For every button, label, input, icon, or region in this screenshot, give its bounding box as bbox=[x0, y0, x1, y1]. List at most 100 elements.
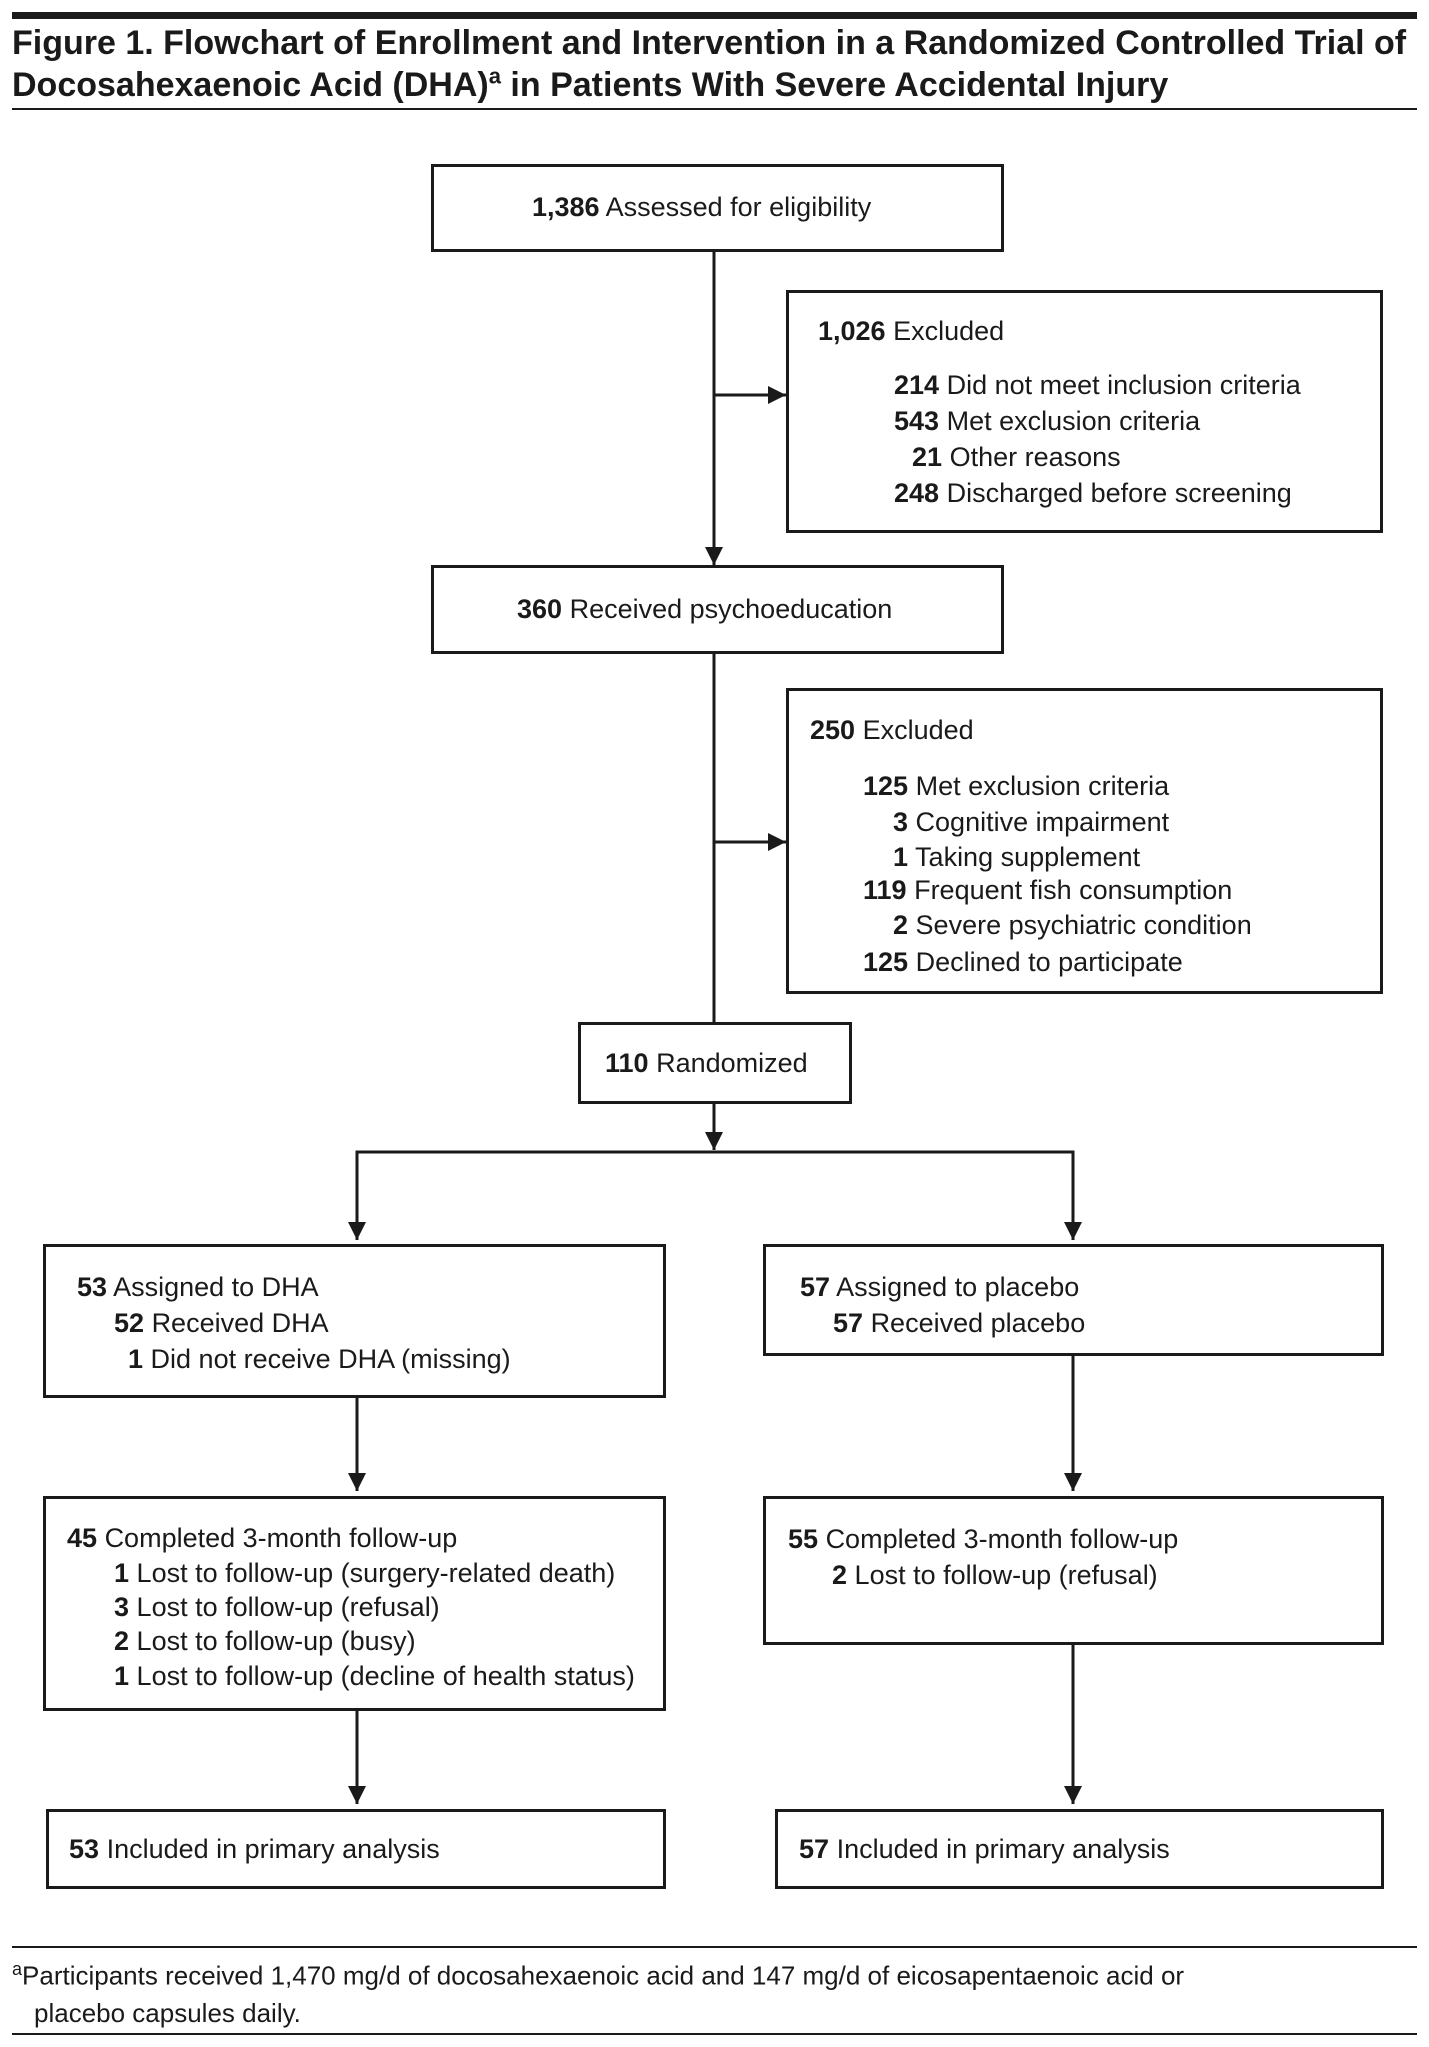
placebo-followup-box: 55 Completed 3-month follow-up 2 Lost to… bbox=[763, 1496, 1384, 1645]
item-count: 1 bbox=[114, 1661, 130, 1691]
title-rule bbox=[12, 108, 1417, 110]
item-label: Received DHA bbox=[151, 1308, 329, 1338]
placebo-allocation-box: 57 Assigned to placebo 57 Received place… bbox=[763, 1244, 1384, 1356]
excluded-2-item: 2 Severe psychiatric condition bbox=[893, 908, 1252, 942]
dha-lost: 2 Lost to follow-up (busy) bbox=[114, 1624, 416, 1658]
dha-followup-box: 45 Completed 3-month follow-up 1 Lost to… bbox=[43, 1496, 666, 1711]
excluded-1-header: 1,026 Excluded bbox=[818, 314, 1004, 348]
item-count: 543 bbox=[894, 406, 940, 436]
item-label: Met exclusion criteria bbox=[915, 771, 1170, 801]
item-count: 57 bbox=[799, 1834, 830, 1864]
assessed-text: 1,386 Assessed for eligibility bbox=[532, 190, 871, 224]
item-label: Did not receive DHA (missing) bbox=[150, 1344, 511, 1374]
psychoeducation-count: 360 bbox=[517, 594, 563, 624]
excluded-1-item: 543 Met exclusion criteria bbox=[894, 404, 1200, 438]
dha-lost: 1 Lost to follow-up (decline of health s… bbox=[114, 1659, 635, 1693]
item-count: 125 bbox=[863, 771, 909, 801]
excluded-1-item: 248 Discharged before screening bbox=[894, 476, 1292, 510]
item-count: 1 bbox=[114, 1558, 130, 1588]
item-count: 57 bbox=[800, 1272, 831, 1302]
connector-split bbox=[348, 1150, 1082, 1240]
assessed-label: Assessed for eligibility bbox=[605, 192, 872, 222]
item-label: Received placebo bbox=[870, 1308, 1086, 1338]
randomized-text: 110 Randomized bbox=[605, 1046, 808, 1080]
top-rule bbox=[12, 12, 1417, 19]
placebo-lost: 2 Lost to follow-up (refusal) bbox=[832, 1558, 1158, 1592]
item-count: 53 bbox=[77, 1272, 108, 1302]
item-count: 3 bbox=[893, 807, 909, 837]
dha-lost: 1 Lost to follow-up (surgery-related dea… bbox=[114, 1556, 615, 1590]
title-line-2-text: Docosahexaenoic Acid (DHA) bbox=[12, 66, 489, 104]
item-label: Completed 3-month follow-up bbox=[104, 1523, 458, 1553]
item-label: Lost to follow-up (decline of health sta… bbox=[136, 1661, 635, 1691]
footnote-rule-bottom bbox=[12, 2033, 1417, 2035]
excluded-2-item: 125 Declined to participate bbox=[863, 945, 1183, 979]
item-label: Included in primary analysis bbox=[106, 1834, 440, 1864]
footnote-line-2: placebo capsules daily. bbox=[34, 1997, 301, 2028]
dha-followup-completed: 45 Completed 3-month follow-up bbox=[67, 1521, 457, 1555]
footnote: aParticipants received 1,470 mg/d of doc… bbox=[12, 1951, 1417, 2032]
placebo-followup-completed: 55 Completed 3-month follow-up bbox=[788, 1522, 1178, 1556]
dha-received: 52 Received DHA bbox=[114, 1306, 329, 1340]
excluded-2-item: 1 Taking supplement bbox=[893, 840, 1140, 874]
excluded-2-header: 250 Excluded bbox=[810, 713, 974, 747]
excluded-1-count: 1,026 bbox=[818, 316, 886, 346]
psychoeducation-label: Received psychoeducation bbox=[569, 594, 893, 624]
randomized-box: 110 Randomized bbox=[578, 1022, 852, 1104]
footnote-mark: a bbox=[12, 1959, 23, 1979]
item-label: Assigned to DHA bbox=[113, 1272, 319, 1302]
excluded-1-item: 21 Other reasons bbox=[912, 440, 1121, 474]
title-line-2-rest: in Patients With Severe Accidental Injur… bbox=[500, 66, 1169, 104]
item-count: 1 bbox=[893, 842, 909, 872]
title-line-1: Figure 1. Flowchart of Enrollment and In… bbox=[12, 24, 1407, 62]
item-count: 2 bbox=[114, 1626, 130, 1656]
item-count: 21 bbox=[912, 442, 943, 472]
item-count: 2 bbox=[893, 910, 909, 940]
assessed-box: 1,386 Assessed for eligibility bbox=[431, 164, 1004, 252]
dha-analysis-text: 53 Included in primary analysis bbox=[69, 1832, 440, 1866]
excluded-2-count: 250 bbox=[810, 715, 856, 745]
dha-assigned: 53 Assigned to DHA bbox=[77, 1270, 319, 1304]
item-count: 45 bbox=[67, 1523, 98, 1553]
footnote-rule-top bbox=[12, 1946, 1417, 1948]
item-label: Other reasons bbox=[949, 442, 1121, 472]
randomized-count: 110 bbox=[605, 1048, 649, 1078]
item-label: Severe psychiatric condition bbox=[915, 910, 1252, 940]
item-label: Completed 3-month follow-up bbox=[825, 1524, 1179, 1554]
item-label: Assigned to placebo bbox=[836, 1272, 1080, 1302]
item-count: 214 bbox=[894, 370, 940, 400]
item-label: Met exclusion criteria bbox=[946, 406, 1201, 436]
item-count: 57 bbox=[833, 1308, 864, 1338]
excluded-2-box: 250 Excluded 125 Met exclusion criteria … bbox=[786, 688, 1383, 994]
excluded-1-label: Excluded bbox=[893, 316, 1005, 346]
excluded-1-item: 214 Did not meet inclusion criteria bbox=[894, 368, 1301, 402]
psychoeducation-text: 360 Received psychoeducation bbox=[517, 592, 892, 626]
placebo-received: 57 Received placebo bbox=[833, 1306, 1085, 1340]
placebo-analysis-text: 57 Included in primary analysis bbox=[799, 1832, 1170, 1866]
item-label: Frequent fish consumption bbox=[914, 875, 1233, 905]
placebo-analysis-box: 57 Included in primary analysis bbox=[775, 1809, 1384, 1889]
dha-allocation-box: 53 Assigned to DHA 52 Received DHA 1 Did… bbox=[43, 1244, 666, 1398]
excluded-2-item: 119 Frequent fish consumption bbox=[863, 873, 1232, 907]
item-label: Taking supplement bbox=[915, 842, 1141, 872]
title-footnote-mark: a bbox=[488, 63, 501, 89]
item-count: 53 bbox=[69, 1834, 100, 1864]
item-count: 248 bbox=[894, 478, 940, 508]
item-label: Lost to follow-up (busy) bbox=[136, 1626, 416, 1656]
placebo-assigned: 57 Assigned to placebo bbox=[800, 1270, 1079, 1304]
dha-analysis-box: 53 Included in primary analysis bbox=[46, 1809, 666, 1889]
footnote-line-1: aParticipants received 1,470 mg/d of doc… bbox=[12, 1951, 1417, 1995]
item-label: Lost to follow-up (surgery-related death… bbox=[136, 1558, 616, 1588]
item-label: Discharged before screening bbox=[946, 478, 1292, 508]
assessed-count: 1,386 bbox=[532, 192, 600, 222]
item-label: Declined to participate bbox=[915, 947, 1183, 977]
item-count: 119 bbox=[863, 875, 907, 905]
item-label: Included in primary analysis bbox=[836, 1834, 1170, 1864]
randomized-label: Randomized bbox=[656, 1048, 808, 1078]
item-count: 1 bbox=[128, 1344, 144, 1374]
excluded-2-item: 3 Cognitive impairment bbox=[893, 805, 1169, 839]
figure-title: Figure 1. Flowchart of Enrollment and In… bbox=[12, 22, 1417, 106]
excluded-2-item: 125 Met exclusion criteria bbox=[863, 769, 1169, 803]
excluded-2-label: Excluded bbox=[862, 715, 974, 745]
